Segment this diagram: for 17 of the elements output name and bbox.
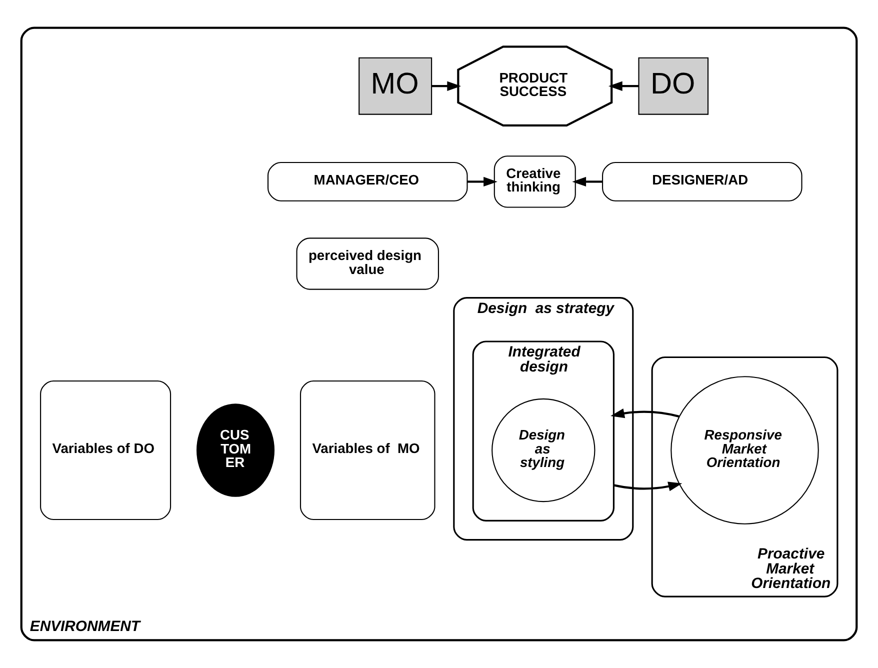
node-box: perceived design value <box>296 238 439 290</box>
arrow <box>610 408 680 418</box>
node-ellipse: CUS TOM ER <box>196 404 275 497</box>
node-circle: Design as styling <box>492 398 596 502</box>
arrow <box>608 81 639 91</box>
node-box: MANAGER/CEO <box>267 162 468 202</box>
node-box: Variables of DO <box>40 380 172 520</box>
arrow <box>467 176 498 187</box>
node-box: DESIGNER/AD <box>602 162 802 202</box>
node-box: Variables of MO <box>300 380 436 520</box>
node-box: MO <box>358 57 432 115</box>
node-circle: Responsive Market Orientation <box>670 376 819 524</box>
arrow <box>432 81 462 91</box>
node-box: Creative thinking <box>494 156 576 208</box>
node-box: DO <box>638 57 709 115</box>
arrow <box>572 176 602 187</box>
arrow <box>614 482 682 492</box>
